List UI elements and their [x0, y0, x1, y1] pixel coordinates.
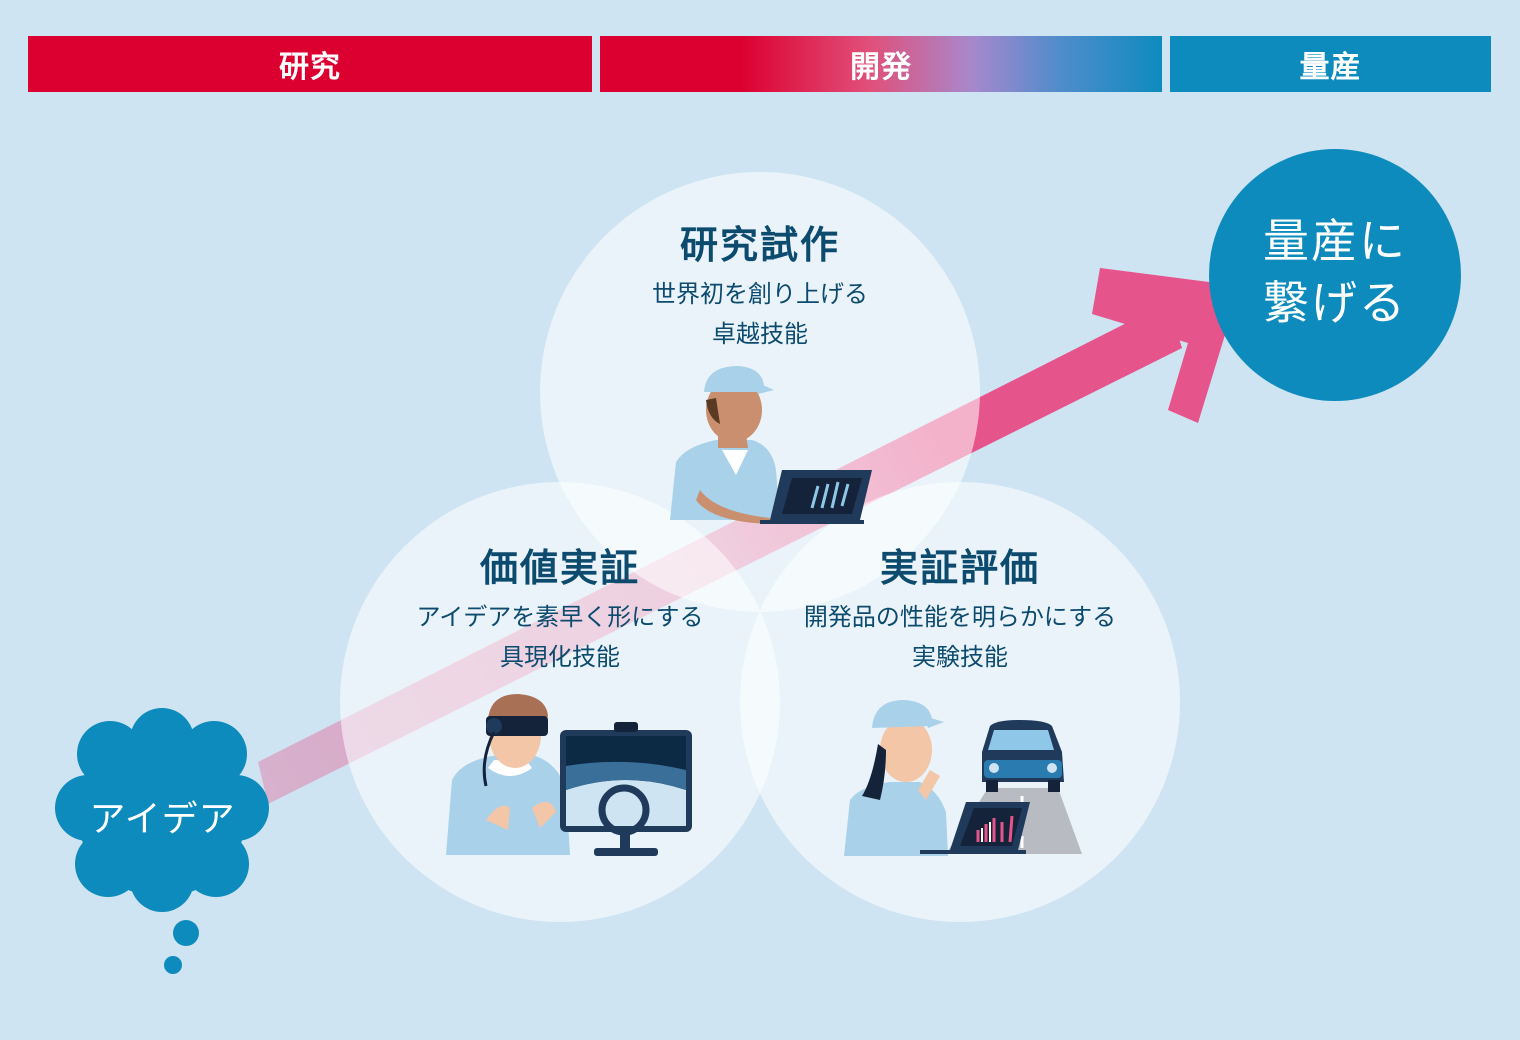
phase-label-development: 開発: [850, 50, 912, 85]
circle-desc-line: アイデアを素早く形にする: [416, 603, 704, 631]
thought-cloud-icon: [55, 708, 269, 974]
goal-text: 量産に 繋げる: [1210, 210, 1460, 334]
circle-title-value-verification: 価値実証: [479, 546, 640, 590]
circle-text-value-verification: 価値実証 アイデアを素早く形にする 具現化技能: [360, 545, 760, 677]
phase-label-research: 研究: [279, 50, 341, 85]
idea-label: アイデア: [89, 799, 236, 840]
circle-desc-line: 卓越技能: [712, 320, 808, 348]
goal-line: 量産に: [1263, 214, 1407, 268]
circle-desc-value-verification: アイデアを素早く形にする 具現化技能: [360, 597, 760, 677]
goal-line: 繋げる: [1263, 276, 1407, 330]
circle-title-research-prototype: 研究試作: [679, 223, 840, 267]
circle-desc-verification-evaluation: 開発品の性能を明らかにする 実験技能: [760, 597, 1160, 677]
circle-desc-line: 開発品の性能を明らかにする: [803, 603, 1117, 631]
circle-text-verification-evaluation: 実証評価 開発品の性能を明らかにする 実験技能: [760, 545, 1160, 677]
phase-bar-development: 開発: [600, 36, 1162, 92]
circle-text-research-prototype: 研究試作 世界初を創り上げる 卓越技能: [560, 222, 960, 354]
phase-label-mass-production: 量産: [1299, 50, 1362, 85]
circle-desc-line: 実験技能: [912, 643, 1008, 671]
vr-headset-simulator-icon: [446, 694, 692, 856]
engineer-laptop-icon: [670, 366, 872, 524]
phase-bar-mass-production: 量産: [1170, 36, 1491, 92]
goal-circle: [1209, 149, 1461, 401]
circle-title-verification-evaluation: 実証評価: [879, 546, 1040, 590]
circle-desc-line: 具現化技能: [500, 643, 620, 671]
phase-bar-research: 研究: [28, 36, 592, 92]
car-test-analysis-icon: [844, 700, 1082, 856]
circle-desc-research-prototype: 世界初を創り上げる 卓越技能: [560, 274, 960, 354]
circle-desc-line: 世界初を創り上げる: [652, 280, 868, 308]
